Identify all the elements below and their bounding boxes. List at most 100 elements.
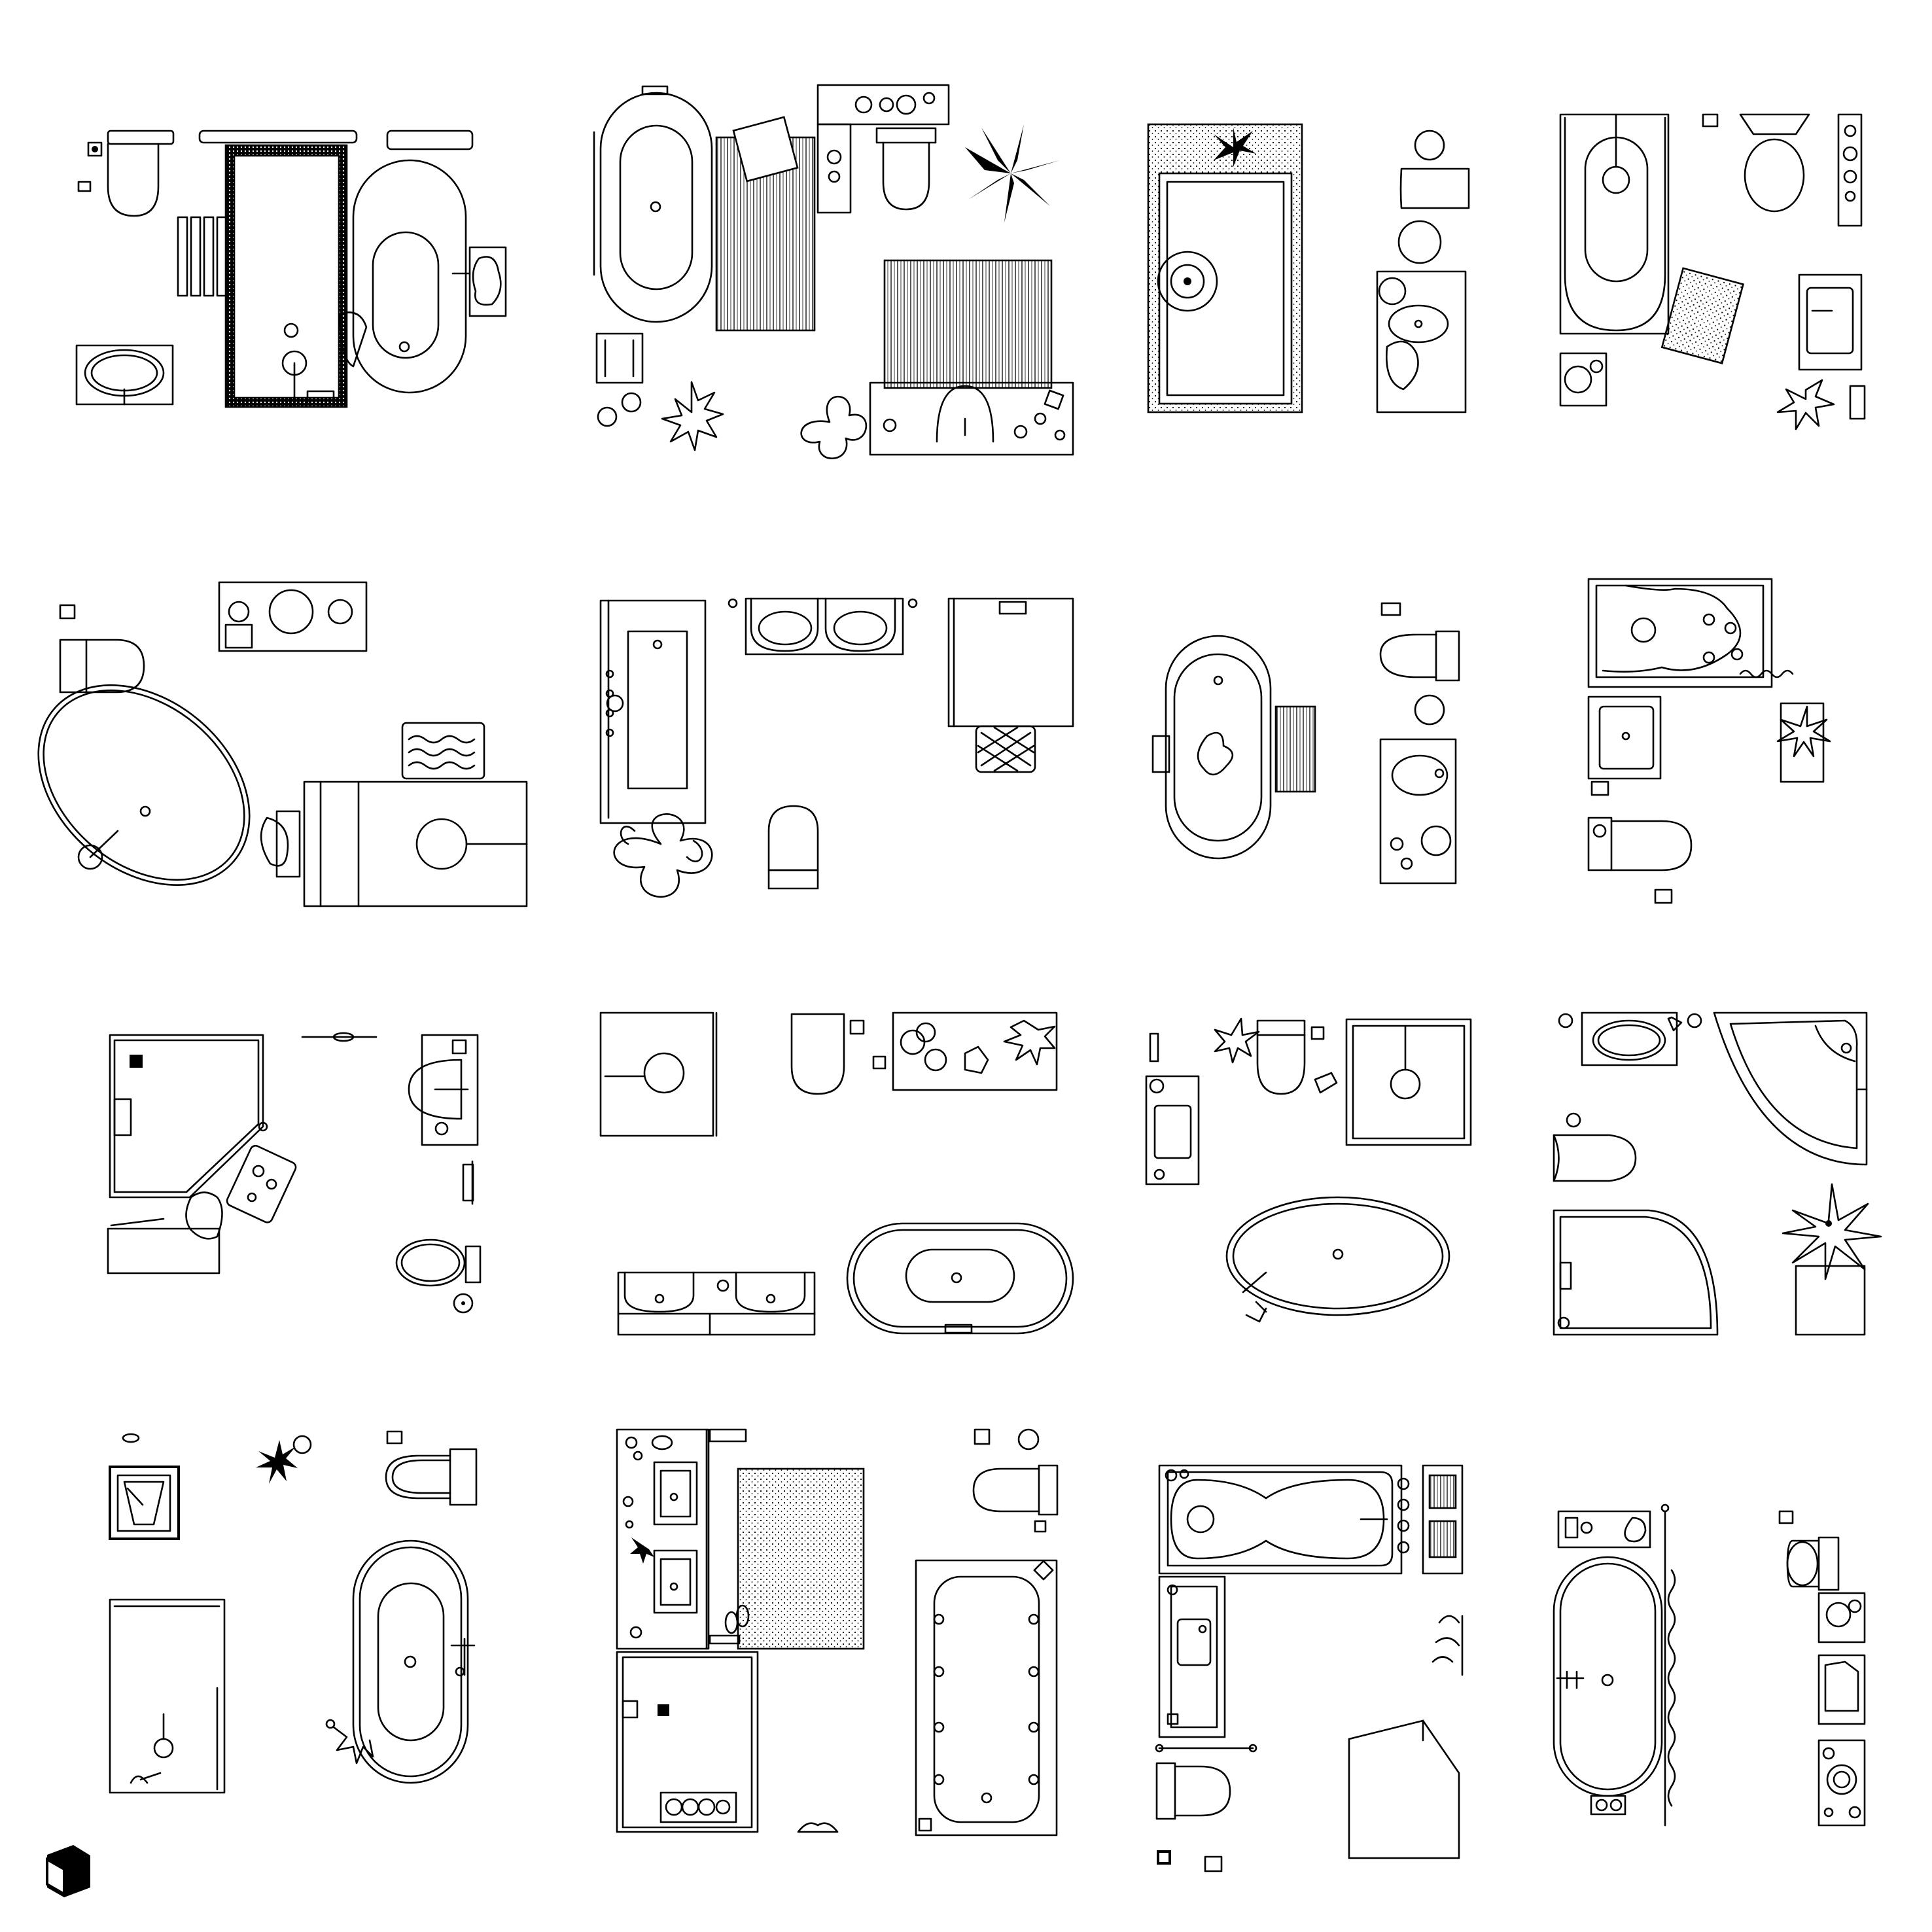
bath-mat-icon: [1274, 705, 1316, 793]
bathtub-icon: [915, 1559, 1058, 1836]
towel-bar-icon: [462, 1160, 474, 1205]
vanity-sink-icon: [218, 581, 368, 652]
toilet-paper-holder-icon: [1380, 602, 1401, 616]
striped-rug-icon: [883, 259, 1053, 389]
counter-icon: [1557, 1510, 1651, 1549]
layout-r4c2: [616, 1428, 1059, 1836]
striped-rug-icon: [715, 116, 816, 332]
towel-bar-icon: [1155, 1744, 1257, 1753]
layout-r3c2: [599, 1011, 1074, 1336]
layout-r4c1: [109, 1430, 478, 1794]
toilet-icon: [790, 1013, 887, 1095]
layout-r4c3: [1155, 1464, 1464, 1872]
layout-r2c1: [37, 581, 528, 907]
towel-radiator-icon: [177, 216, 228, 297]
corner-shower-icon: [109, 1034, 268, 1199]
plant-icon: [1214, 1017, 1260, 1064]
cabinet-icon: [1795, 1265, 1866, 1336]
rug-icon: [737, 1467, 865, 1650]
oval-bathtub-icon: [1225, 1196, 1450, 1323]
sink-icon: [1587, 695, 1662, 796]
layout-r2c2: [599, 597, 1074, 898]
shower-tray-icon: [1147, 123, 1303, 413]
toilet-icon: [972, 1428, 1059, 1533]
bath-mat-icon: [401, 722, 485, 780]
oval-bathtub-icon: [37, 684, 251, 886]
accessories-icon: [1559, 352, 1607, 407]
vanity-sink-icon: [1379, 694, 1457, 885]
sink-icon: [408, 1034, 479, 1146]
counter-icon: [817, 84, 950, 214]
layout-r1c3: [1147, 123, 1470, 413]
towel-icon: [185, 1144, 297, 1240]
layout-r3c1: [107, 1032, 482, 1314]
toilet-icon: [767, 805, 819, 890]
slippers-icon: [724, 1604, 750, 1634]
toilet-icon: [59, 639, 145, 694]
towel-icon: [1431, 1615, 1464, 1676]
corner-bathtub-icon: [1713, 1011, 1868, 1166]
plant-icon: [256, 1435, 312, 1484]
layout-r3c3: [1145, 1017, 1472, 1323]
rug-icon: [1660, 267, 1745, 364]
towel-bar-icon: [301, 1032, 378, 1042]
layout-r1c2: [593, 84, 1074, 459]
plant-icon: [1776, 702, 1831, 783]
towel-bar-icon: [1149, 1032, 1159, 1063]
toilet-icon: [1786, 1536, 1840, 1591]
layout-r1c1: [75, 130, 507, 408]
toilet-icon: [1702, 113, 1810, 213]
sink-icon: [1558, 1011, 1702, 1066]
vanity-sink-icon: [1798, 273, 1863, 371]
plant-icon: [1214, 128, 1256, 167]
quadrant-shower-icon: [1553, 1209, 1719, 1336]
shower-icon: [616, 1651, 759, 1833]
shower-icon: [947, 597, 1074, 728]
toilet-icon: [1553, 1112, 1637, 1182]
freestanding-bathtub-icon: [1553, 1556, 1663, 1816]
layout-r3c4: [1553, 1011, 1882, 1336]
shelf-icon: [1837, 113, 1863, 227]
toilet-paper-holder-icon: [77, 141, 103, 192]
vanity-sink-icon: [1158, 1575, 1226, 1738]
oval-bathtub-icon: [593, 85, 713, 323]
square-sink-icon: [109, 1433, 180, 1540]
shower-icon: [109, 1598, 226, 1794]
whirlpool-bathtub-icon: [599, 599, 707, 824]
toilet-icon: [1379, 630, 1460, 682]
toilet-icon: [1155, 1762, 1231, 1872]
shower-icon: [1345, 1018, 1472, 1146]
double-bathtub-icon: [1158, 1464, 1410, 1575]
freestanding-bathtub-icon: [325, 1539, 476, 1784]
layout-r2c4: [1587, 578, 1831, 904]
sink-icon: [1145, 1075, 1200, 1186]
bench-icon: [107, 1218, 220, 1274]
shower-curtain-icon: [1660, 1503, 1676, 1827]
counter-icon: [892, 1011, 1058, 1091]
round-sink-icon: [1376, 220, 1467, 413]
cabinets-icon: [1818, 1592, 1866, 1827]
jacuzzi-bathtub-icon: [1587, 578, 1794, 688]
double-sink-icon: [617, 1271, 816, 1336]
freestanding-bathtub-icon: [339, 130, 474, 394]
palm-plant-icon: [965, 124, 1060, 222]
plants-icon: [661, 381, 868, 459]
toilet-icon: [1399, 130, 1470, 209]
layout-r4c4: [1553, 1503, 1866, 1827]
plant-icon: [613, 813, 713, 898]
toilet-paper-holder-icon: [59, 604, 76, 620]
vanity-sink-icon: [869, 381, 1074, 456]
toilet-icon: [875, 127, 937, 211]
shower-icon: [260, 781, 528, 907]
plant-icon: [1776, 379, 1866, 430]
rug-icon: [975, 725, 1036, 773]
toilet-paper-holder-icon: [1654, 888, 1673, 904]
double-sink-icon: [728, 597, 918, 656]
toilet-paper-holder-icon: [1778, 1510, 1794, 1524]
toilet-icon: [385, 1430, 478, 1506]
double-vanity-icon: [616, 1428, 747, 1650]
shower-icon: [599, 1011, 718, 1137]
freestanding-bathtub-icon: [846, 1222, 1074, 1335]
